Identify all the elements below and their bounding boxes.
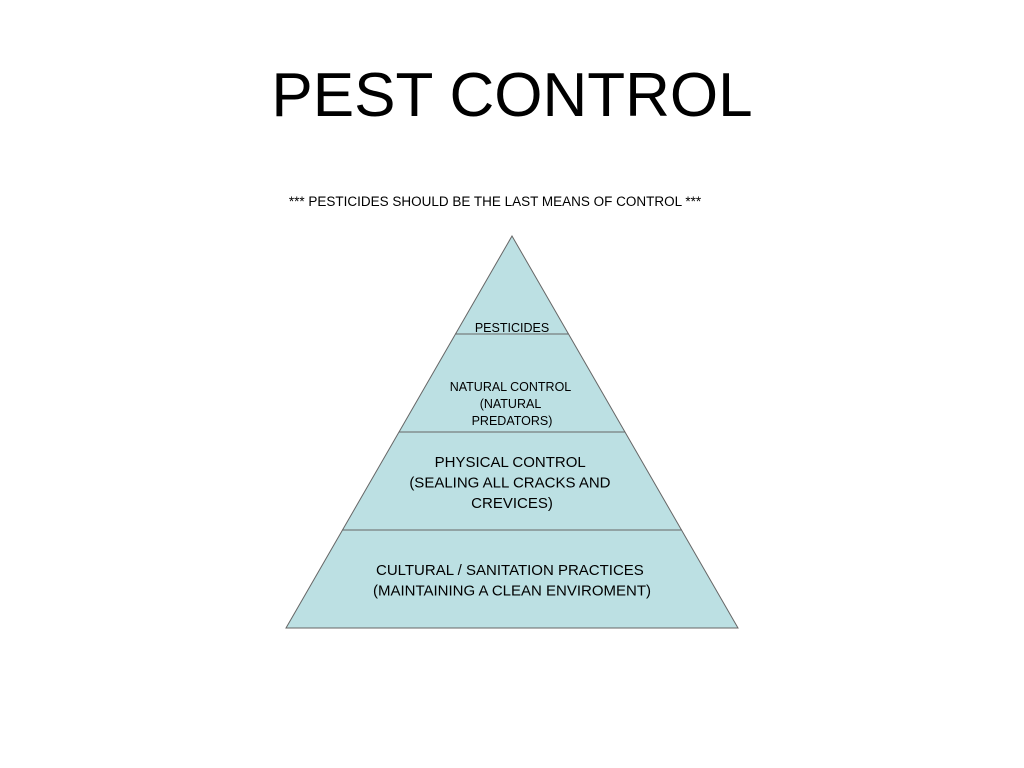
tier-physical-control-label: PHYSICAL CONTROL (SEALING ALL CRACKS AND… bbox=[409, 454, 614, 512]
tier-cultural-sanitation-label: CULTURAL / SANITATION PRACTICES (MAINTAI… bbox=[373, 562, 651, 600]
tier-label-line: PHYSICAL CONTROL bbox=[435, 454, 586, 471]
slide-note: *** PESTICIDES SHOULD BE THE LAST MEANS … bbox=[288, 194, 702, 209]
tier-label-line: PREDATORS) bbox=[472, 414, 553, 428]
tier-label-line: (SEALING ALL CRACKS AND bbox=[409, 475, 610, 492]
tier-label-line: (NATURAL bbox=[480, 397, 542, 411]
tier-label-line: PESTICIDES bbox=[475, 321, 549, 335]
tier-label-line: CULTURAL / SANITATION PRACTICES bbox=[376, 562, 644, 579]
tier-label-line: NATURAL CONTROL bbox=[450, 380, 572, 394]
tier-natural-control-label: NATURAL CONTROL (NATURAL PREDATORS) bbox=[450, 380, 575, 428]
slide-title: PEST CONTROL bbox=[271, 61, 753, 130]
tier-label-line: CREVICES) bbox=[471, 495, 553, 512]
tier-pesticides-label: PESTICIDES bbox=[475, 321, 549, 335]
tier-label-line: (MAINTAINING A CLEAN ENVIROMENT) bbox=[373, 583, 651, 600]
